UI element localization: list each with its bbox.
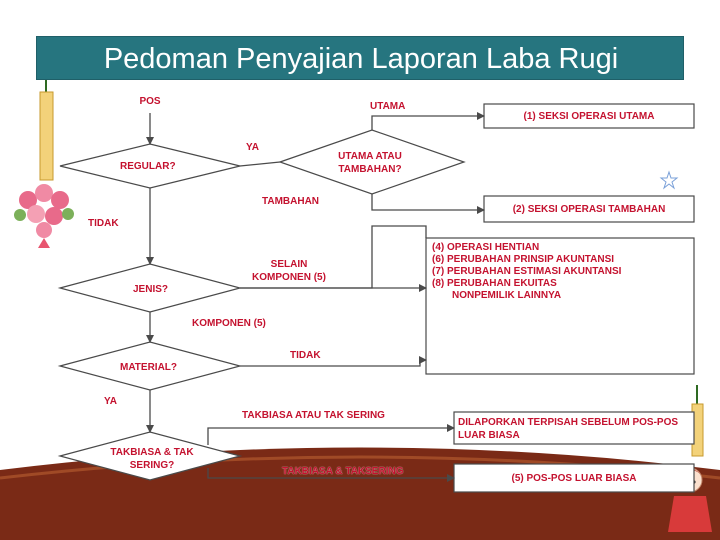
material-label: MATERIAL?	[120, 362, 178, 373]
edge-tidak-label-1: TIDAK	[88, 218, 119, 229]
multi-result-list: (4) OPERASI HENTIAN (6) PERUBAHAN PRINSI…	[432, 242, 690, 301]
dilaporkan-label: DILAPORKAN TERPISAH SEBELUM POS-POS LUAR…	[458, 417, 679, 441]
result-line: (7) PERUBAHAN ESTIMASI AKUNTANSI	[432, 266, 622, 277]
edge-takbiasa-dan-taksering-label: TAKBIASA & TAKSERING	[282, 466, 404, 477]
edge-ya-label-2: YA	[104, 396, 117, 407]
seksi-utama-label: (1) SEKSI OPERASI UTAMA	[523, 111, 655, 122]
edge-komponen-label: KOMPONEN (5)	[192, 318, 266, 329]
pos-node	[120, 89, 180, 113]
utama-tambahan-decision	[278, 129, 466, 195]
seksi-utama-box	[483, 103, 695, 129]
result-line: (4) OPERASI HENTIAN	[432, 242, 540, 253]
utama-tambahan-label: UTAMA ATAU TAMBAHAN?	[338, 151, 402, 175]
edge-tambahan-label: TAMBAHAN	[262, 196, 320, 207]
regular-label: REGULAR?	[120, 161, 176, 172]
pos-luar-biasa-label: (5) POS-POS LUAR BIASA	[511, 473, 637, 484]
edge-utama-label: UTAMA	[370, 101, 406, 112]
result-line: (8) PERUBAHAN EKUITAS	[432, 278, 557, 289]
takbiasa-tak-sering-label: TAKBIASA & TAK SERING?	[110, 447, 194, 471]
multi-result-box	[425, 237, 695, 375]
title-bar: Pedoman Penyajian Laporan Laba Rugi	[36, 36, 684, 80]
page-title: Pedoman Penyajian Laporan Laba Rugi	[103, 43, 619, 75]
edge-tidak-label-2: TIDAK	[290, 350, 321, 361]
edge-selain-komponen-label: SELAIN KOMPONEN (5)	[252, 259, 326, 283]
flower-ornament	[14, 184, 74, 248]
star-icon	[659, 170, 679, 190]
result-line: (6) PERUBAHAN PRINSIP AKUNTANSI	[432, 254, 615, 265]
pos-label: POS	[139, 96, 161, 107]
ornament-ribbon	[39, 91, 54, 181]
seksi-tambahan-label: (2) SEKSI OPERASI TAMBAHAN	[512, 204, 666, 215]
edge-takbiasa-atau-tak-sering-label: TAKBIASA ATAU TAK SERING	[242, 410, 385, 421]
takbiasa-tak-sering-decision	[57, 431, 243, 481]
result-line: NONPEMILIK LAINNYA	[452, 290, 562, 301]
jenis-label: JENIS?	[133, 284, 169, 295]
edge-ya-label-1: YA	[246, 142, 259, 153]
pos-luar-biasa-box	[453, 463, 695, 493]
seksi-tambahan-box	[483, 195, 695, 223]
connectors	[146, 112, 485, 482]
